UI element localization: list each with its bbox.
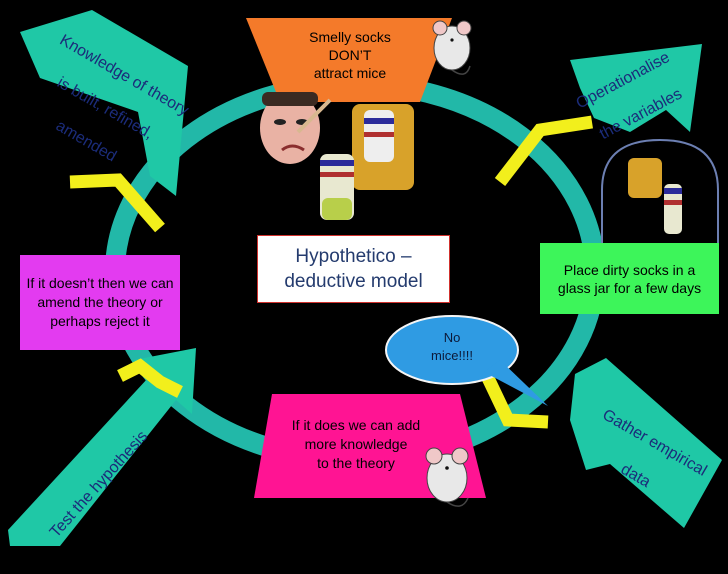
arrow-gather [570, 358, 722, 528]
arrow-knowledge [20, 10, 188, 196]
add-knowledge-line: more knowledge [304, 436, 408, 452]
arrow-operationalise [570, 44, 702, 132]
hypothesis-line: Smelly socks [309, 29, 391, 45]
chevron-top-right [494, 115, 593, 186]
hypothesis-line: attract mice [313, 65, 387, 81]
hypothesis-line: DON’T [328, 47, 372, 63]
result-bubble-shape [385, 315, 519, 385]
chevron-bottom-left [117, 358, 183, 398]
smelly-face-icon [260, 92, 332, 164]
sock-icon [320, 104, 414, 220]
mouse-icon [425, 447, 469, 507]
chevron-top-left [69, 173, 165, 233]
amend-text: If it doesn’t then we can amend the theo… [26, 275, 174, 329]
title-line: Hypothetico – [295, 246, 412, 267]
result-line: mice!!!! [431, 348, 473, 363]
glass-jar-icon [601, 138, 719, 246]
chevron-bottom-right [482, 375, 549, 429]
add-knowledge-text: If it does we can add more knowledge to … [268, 416, 444, 473]
mouse-icon [432, 20, 472, 75]
title-box: Hypothetico – deductive model [257, 235, 450, 303]
method-box: Place dirty socks in a glass jar for a f… [540, 243, 719, 314]
method-text: Place dirty socks in a glass jar for a f… [557, 261, 702, 296]
add-knowledge-line: to the theory [317, 455, 395, 471]
hypothesis-text: Smelly socks DON’T attract mice [290, 28, 410, 82]
add-knowledge-line: If it does we can add [291, 417, 421, 433]
sock-icon [628, 158, 682, 234]
result-text: No mice!!!! [410, 329, 494, 365]
hypothesis-shape [246, 18, 452, 102]
title-line: deductive model [284, 271, 423, 292]
arrow-test [8, 348, 196, 546]
result-line: No [443, 330, 461, 345]
amend-box: If it doesn’t then we can amend the theo… [20, 255, 180, 350]
diagram-canvas [8, 10, 722, 546]
result-bubble-tail [484, 360, 548, 406]
